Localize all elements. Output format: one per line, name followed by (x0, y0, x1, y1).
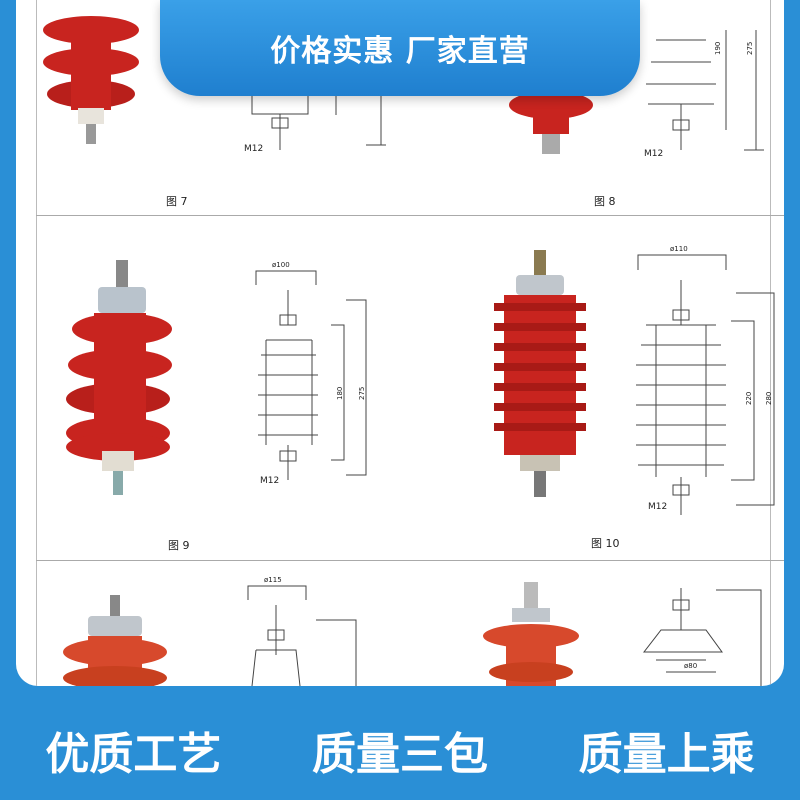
figure-row-2: ø100 180 275 M12 图 9 ø110 220 (66, 245, 775, 552)
dimension-drawing-fig11 (247, 585, 357, 686)
caption-fig7: 图 7 (166, 195, 188, 208)
thread-label-fig8: M12 (644, 149, 663, 159)
row-divider (36, 560, 784, 561)
arrester-photo-fig12 (483, 582, 579, 686)
diameter-label-fig9: ø100 (272, 261, 290, 269)
dimension-label-fig9-a: 180 (336, 387, 344, 400)
product-catalog-sheet: M12 图 7 190 275 M12 图 8 (16, 0, 784, 686)
sheet-border-line (36, 0, 37, 686)
slogan-quality: 质量上乘 (578, 729, 755, 780)
figure-row-1: M12 图 7 190 275 M12 图 8 (43, 16, 764, 208)
dimension-drawing-fig12 (642, 588, 762, 686)
dimension-drawing-fig7 (251, 89, 386, 150)
arrester-photo-fig11 (63, 595, 167, 686)
dimension-label-fig9-b: 275 (358, 387, 366, 400)
figure-row-3: ø115 ø80 (63, 576, 762, 686)
caption-fig8: 图 8 (594, 195, 616, 208)
dimension-drawing-fig8 (646, 30, 764, 151)
arrester-photo-fig10 (494, 250, 586, 497)
sheet-border-line (770, 0, 771, 686)
arrester-photo-fig9 (66, 260, 172, 495)
dimension-label-fig8-b: 275 (746, 42, 754, 55)
dimension-drawing-fig9 (255, 270, 367, 480)
slogan-craftsmanship: 优质工艺 (45, 729, 222, 780)
row-divider (36, 215, 784, 216)
dimension-drawing-fig10 (636, 254, 775, 515)
thread-label-fig9: M12 (260, 476, 279, 486)
arrester-photo-fig7 (43, 16, 139, 144)
caption-fig10: 图 10 (591, 537, 620, 550)
slogan-warranty: 质量三包 (311, 729, 488, 780)
dimension-label-fig8-a: 190 (714, 42, 722, 55)
slogan-bar: 优质工艺 质量三包 质量上乘 (0, 700, 800, 800)
caption-fig9: 图 9 (168, 539, 190, 552)
diameter-label-fig11: ø115 (264, 576, 282, 584)
diameter-label-fig10: ø110 (670, 245, 688, 253)
promo-banner-text: 价格实惠 厂家直营 (270, 34, 530, 69)
dimension-label-fig10-b: 280 (765, 392, 773, 405)
dimension-label-fig10-a: 220 (745, 392, 753, 405)
arrester-photo-fig8 (509, 91, 593, 154)
promo-banner: 价格实惠 厂家直营 (160, 0, 640, 96)
diameter-label-fig12: ø80 (684, 662, 697, 670)
thread-label-fig10: M12 (648, 502, 667, 512)
thread-label-fig7: M12 (244, 144, 263, 154)
